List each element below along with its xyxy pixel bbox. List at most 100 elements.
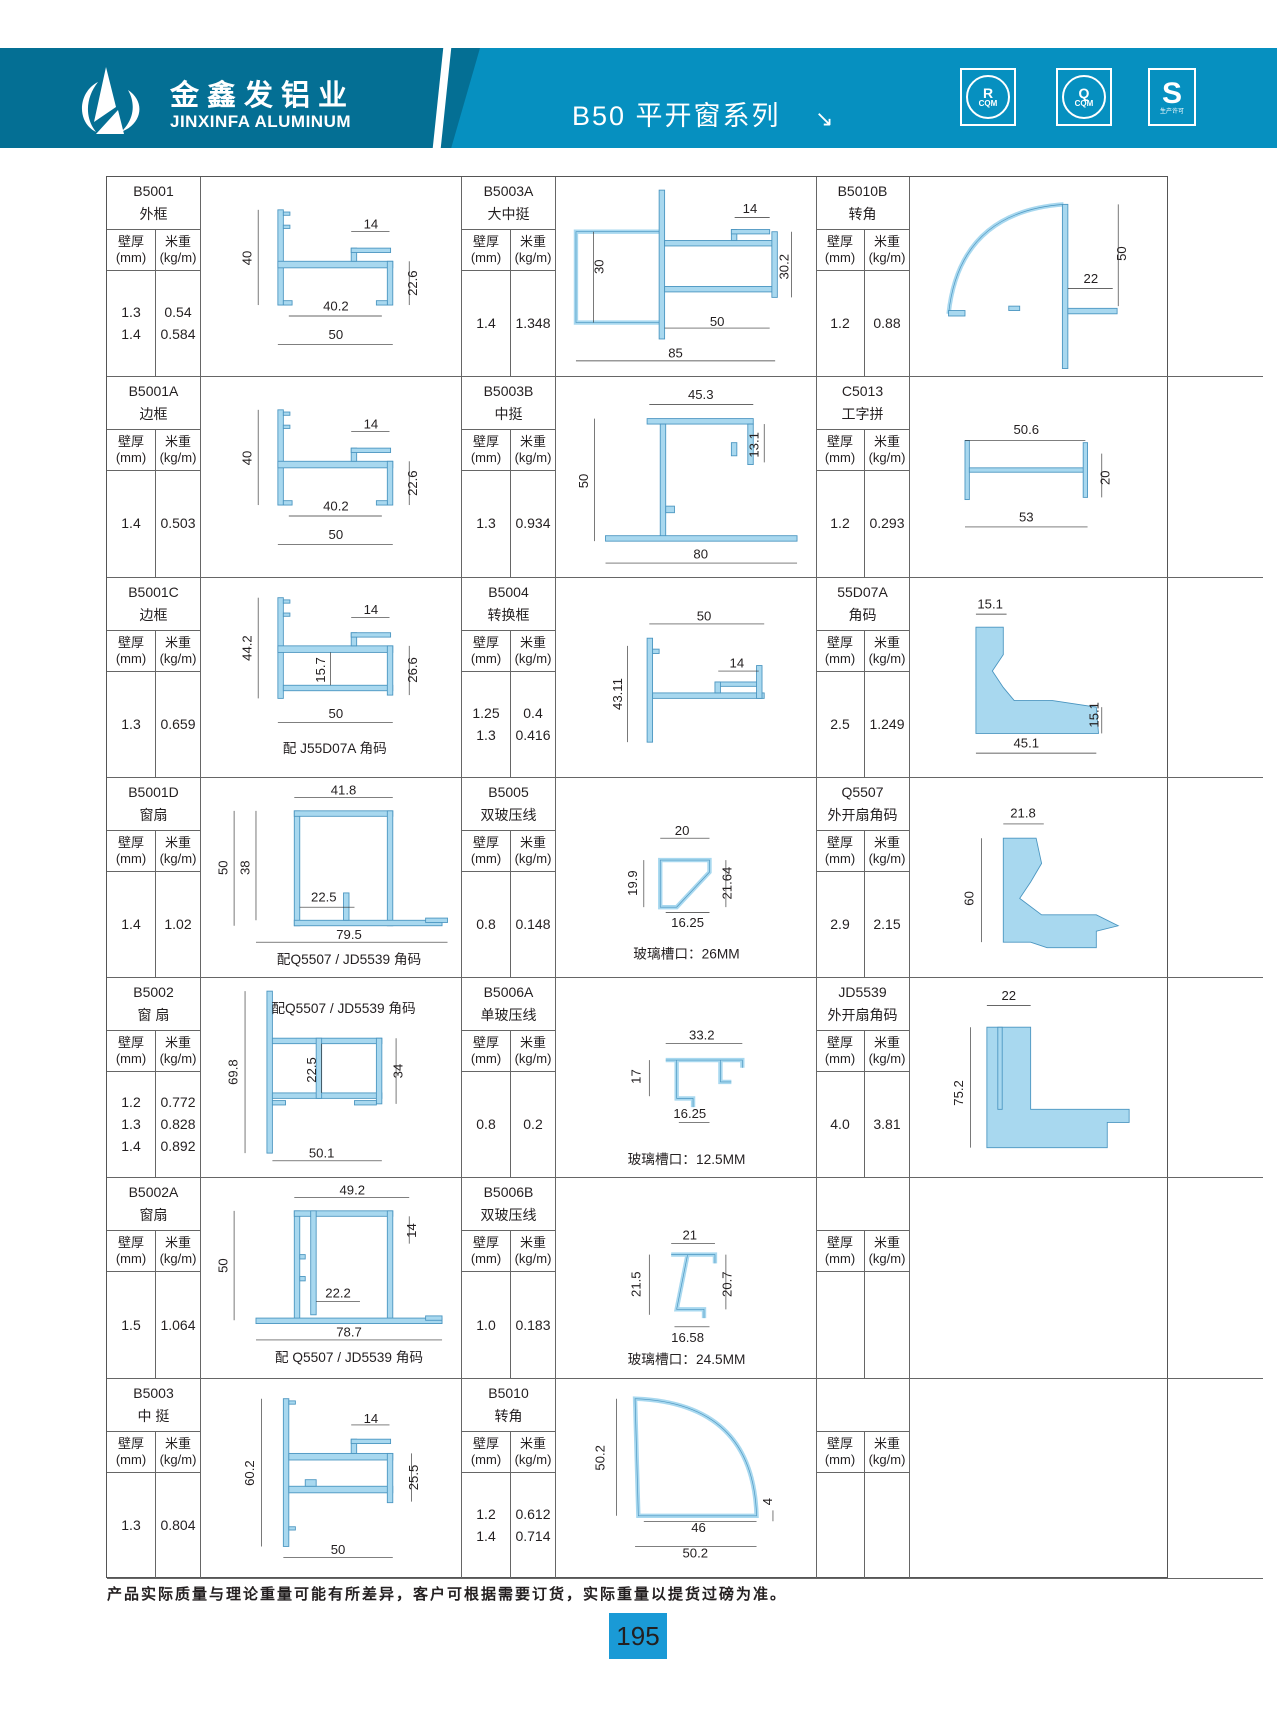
dimension-label: 45.3 xyxy=(688,387,714,402)
dimension-label: 17 xyxy=(629,1069,644,1084)
thickness-header: 壁厚(mm) xyxy=(824,1435,856,1467)
divider xyxy=(816,1430,909,1432)
meter-weight-value: 0.293 xyxy=(869,515,905,532)
profile-cross-section xyxy=(910,1379,1171,1579)
wall-thickness-value: 1.2 xyxy=(830,315,850,332)
profile-section xyxy=(375,300,388,306)
profile-section xyxy=(277,409,284,506)
divider xyxy=(864,829,865,978)
profile-section xyxy=(350,1438,392,1444)
product-name: 中 挺 xyxy=(137,1407,170,1424)
meter-weight-value: 0.828 xyxy=(160,1116,196,1133)
profile-section xyxy=(350,447,392,454)
dimension-label: 26.6 xyxy=(405,657,420,683)
divider xyxy=(107,1430,200,1432)
divider xyxy=(155,229,156,377)
profile-section xyxy=(288,1400,296,1405)
thickness-header: 壁厚(mm) xyxy=(115,1235,147,1267)
profile-section xyxy=(304,1478,317,1487)
meter-weight-value: 0.714 xyxy=(515,1527,551,1544)
profile-section xyxy=(386,260,394,306)
divider xyxy=(816,1271,909,1273)
meter-weight-value: 1.249 xyxy=(869,715,905,732)
dimension-label: 30 xyxy=(591,259,606,274)
divider xyxy=(462,229,555,230)
thickness-header: 壁厚(mm) xyxy=(470,234,502,265)
profile-section xyxy=(573,229,664,325)
product-name: 大中挺 xyxy=(487,206,530,222)
profile-section xyxy=(386,1452,394,1503)
product-name: 双玻压线 xyxy=(480,1207,537,1224)
dimension-label: 15.1 xyxy=(977,596,1003,611)
wall-thickness-value: 1.2 xyxy=(121,1094,141,1111)
wall-thickness-value: 0.8 xyxy=(476,915,496,932)
profile-note: 玻璃槽口：12.5MM xyxy=(628,1151,746,1167)
product-code: B5001C xyxy=(128,583,179,600)
profile-section xyxy=(659,423,667,540)
thickness-header: 壁厚(mm) xyxy=(470,634,502,666)
product-name: 双玻压线 xyxy=(480,806,537,823)
dimension-label: 69.8 xyxy=(225,1059,240,1085)
thickness-header: 壁厚(mm) xyxy=(470,434,502,466)
divider xyxy=(864,429,865,577)
dimension-label: 22 xyxy=(1001,988,1016,1003)
divider xyxy=(462,270,555,271)
profile-section xyxy=(386,1210,394,1322)
profile-drawing-empty xyxy=(910,1379,1263,1579)
dimension-label: 14 xyxy=(743,201,758,216)
wall-thickness-value: 2.5 xyxy=(830,715,850,732)
meter-weight-value: 1.348 xyxy=(515,315,551,332)
product-code: Q5507 xyxy=(841,783,884,800)
thickness-header: 壁厚(mm) xyxy=(115,1035,147,1067)
dimension-label: 50 xyxy=(216,1259,231,1274)
wall-thickness-value: 1.4 xyxy=(121,1138,141,1155)
profile-section xyxy=(282,411,291,417)
profile-note: 配Q5507 / JD5539 角码 xyxy=(271,1001,415,1016)
divider xyxy=(462,1071,555,1073)
meter-weight-value: 0.772 xyxy=(160,1094,196,1111)
weight-header: 米重(kg/m) xyxy=(868,1235,906,1267)
dimension-label: 50 xyxy=(697,608,712,623)
brand-name-cn: 金鑫发铝业 xyxy=(170,80,356,112)
thickness-header: 壁厚(mm) xyxy=(115,834,147,866)
dimension-label: 46 xyxy=(691,1520,706,1535)
divider xyxy=(462,670,555,672)
product-name: 外开扇角码 xyxy=(827,806,898,823)
divider xyxy=(864,1430,865,1578)
weight-header: 米重(kg/m) xyxy=(514,1435,552,1467)
footer-note: 产品实际质量与理论重量可能有所差异，客户可根据需要订货，实际重量以提货过磅为准。 xyxy=(107,1586,788,1603)
profile-section xyxy=(282,300,293,306)
meter-weight-value: 0.659 xyxy=(160,715,196,732)
profile-section xyxy=(293,1210,394,1218)
dimension-label: 14 xyxy=(364,602,379,617)
dimension-label: 21 xyxy=(682,1228,697,1243)
weight-header: 米重(kg/m) xyxy=(159,434,197,466)
divider xyxy=(107,629,200,631)
profile-section xyxy=(271,1092,383,1099)
weight-header: 米重(kg/m) xyxy=(159,1235,197,1267)
product-code: B5002 xyxy=(133,984,174,1001)
divider xyxy=(816,629,909,631)
product-name: 窗扇 xyxy=(139,806,168,823)
wall-thickness-value: 1.3 xyxy=(476,726,496,743)
profile-section xyxy=(271,1037,383,1045)
meter-weight-value: 1.02 xyxy=(164,915,192,932)
dimension-label: 50 xyxy=(329,706,344,721)
profile-section xyxy=(271,1100,286,1106)
